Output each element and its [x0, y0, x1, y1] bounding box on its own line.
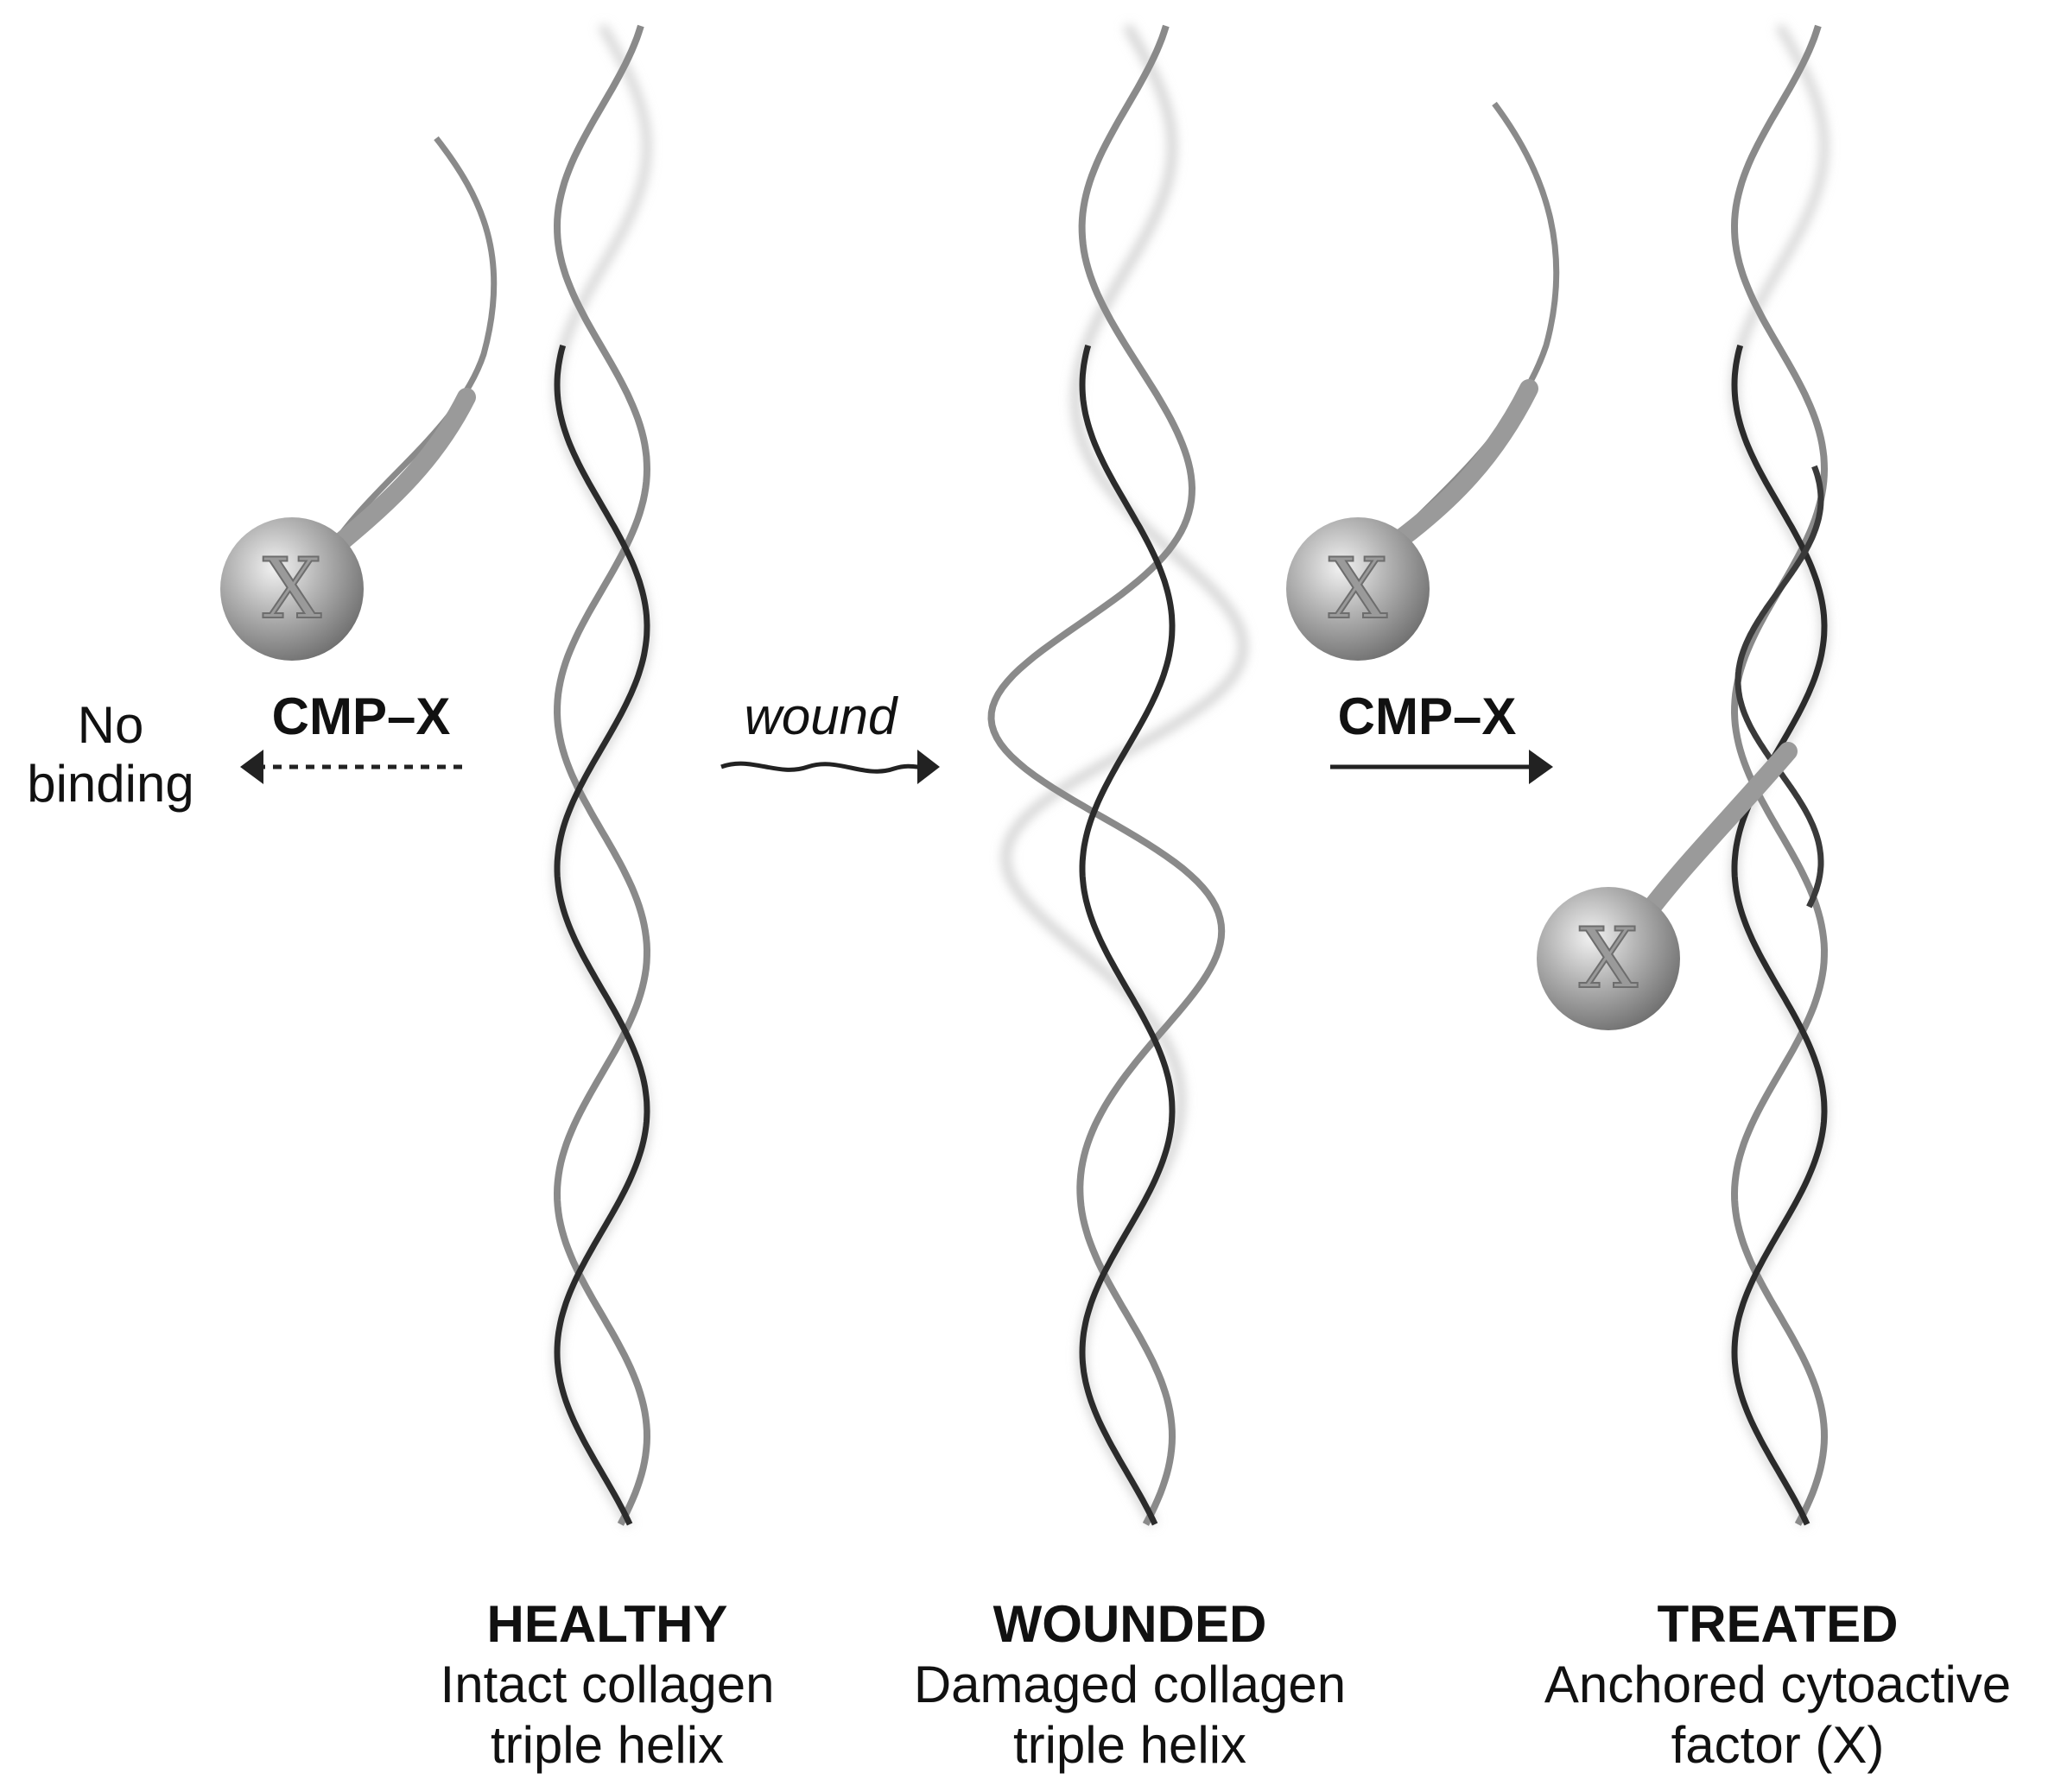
- anchored-cmp-x: X: [1537, 742, 1798, 1030]
- binding-arrow: [1330, 750, 1553, 784]
- free-cmp-x-right: X: [1286, 101, 1560, 661]
- ball-letter-anchored: X: [1579, 910, 1638, 1007]
- no-binding-label-line2: binding: [27, 755, 194, 813]
- panel-caption-wounded-line1: Damaged collagen: [913, 1656, 1347, 1713]
- wounded-collagen-helix: [987, 23, 1248, 1527]
- cytoactive-factor-ball-left: [220, 517, 364, 661]
- ball-letter-right: X: [1329, 541, 1387, 637]
- panel-caption-wounded-line2: triple helix: [1012, 1716, 1247, 1774]
- anchored-tether: [1636, 742, 1798, 925]
- panel-caption-healthy-line2: triple helix: [490, 1716, 725, 1774]
- wounded-strand-mid: [987, 24, 1226, 1526]
- panel-title-healthy: HEALTHY: [486, 1595, 728, 1653]
- panel-caption-healthy-line1: Intact collagen: [440, 1656, 775, 1713]
- cmp-tether-right: [1390, 379, 1538, 549]
- cmp-strand-left: [326, 136, 498, 554]
- free-cmp-x-left: X: [220, 136, 498, 661]
- healthy-strand-dark: [554, 345, 650, 1526]
- panel-caption-treated-line1: Anchored cytoactive: [1544, 1656, 2012, 1713]
- treated-cmp-strand-dark: [1734, 465, 1824, 909]
- cytoactive-factor-ball-anchored: [1537, 887, 1680, 1030]
- panel-title-wounded: WOUNDED: [992, 1595, 1267, 1653]
- treated-strand-dark: [1731, 345, 1828, 1526]
- wound-label: wound: [744, 687, 897, 745]
- wounded-strand-light: [1001, 23, 1248, 1527]
- wounded-strand-dark: [1079, 345, 1176, 1526]
- ball-letter-left: X: [263, 541, 321, 637]
- no-binding-arrow: [240, 750, 462, 784]
- panel-title-treated: TREATED: [1657, 1595, 1899, 1653]
- no-binding-label-line1: No: [77, 696, 144, 754]
- cmp-x-label-left: CMP–X: [271, 687, 451, 745]
- wound-arrow: [720, 750, 940, 784]
- cytoactive-factor-ball-right: [1286, 517, 1430, 661]
- cmp-x-label-right: CMP–X: [1337, 687, 1517, 745]
- healthy-collagen-helix: [553, 23, 651, 1526]
- cmp-tether-left: [319, 388, 476, 562]
- panel-caption-treated-line2: factor (X): [1671, 1716, 1885, 1774]
